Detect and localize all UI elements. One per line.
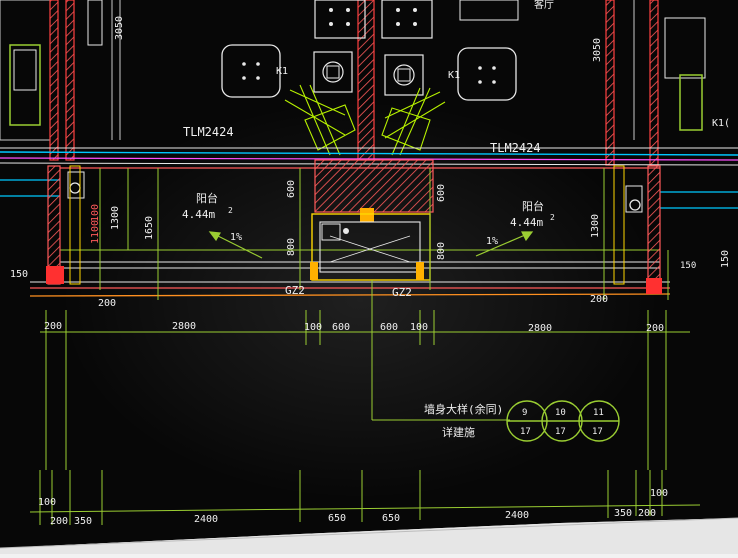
dim-600-left: 600	[286, 180, 297, 198]
dim-150-left: 150	[10, 269, 28, 280]
dim-row1-4: 600	[332, 322, 350, 333]
callout-bottom-1: 17	[520, 427, 531, 437]
callout-bottom-3: 17	[592, 427, 603, 437]
detail-note-line2: 详建施	[442, 425, 475, 439]
callout-top-3: 11	[593, 408, 604, 418]
area-right: 4.44m	[510, 216, 543, 229]
area-sup-right: 2	[550, 213, 555, 222]
k1-right: K1	[448, 70, 460, 81]
dim-row2-8: 350	[614, 508, 632, 519]
dim-row1-5: 600	[380, 322, 398, 333]
dim-row2-3: 350	[74, 516, 92, 527]
dim-150-right: 150	[680, 261, 696, 271]
dim-row2-9: 200	[638, 508, 656, 519]
callout-top-2: 10	[555, 408, 566, 418]
k1-left: K1	[276, 66, 288, 77]
balcony-label-left: 阳台	[196, 191, 218, 205]
dim-row1-3: 100	[304, 322, 322, 333]
dim-600-right: 600	[436, 184, 447, 202]
dim-row1-1: 200	[44, 321, 62, 332]
dim-row2-5: 650	[328, 513, 346, 524]
dim-row1-6: 100	[410, 322, 428, 333]
detail-note-line1: 墙身大样(余同)	[424, 402, 503, 416]
callout-bottom-2: 17	[555, 427, 566, 437]
dim-row1-7: 2800	[528, 323, 552, 334]
dimension-row-1	[40, 310, 690, 345]
dim-1300-left: 1300	[110, 206, 121, 230]
area-sup-left: 2	[228, 206, 233, 215]
slope-right: 1%	[486, 236, 498, 247]
gz2-right: GZ2	[392, 286, 412, 299]
vertical-dims	[99, 168, 669, 300]
window-type-left: TLM2424	[183, 125, 234, 139]
monitor-bezel	[0, 518, 738, 554]
gz2-left: GZ2	[285, 284, 305, 297]
area-left: 4.44m	[182, 208, 215, 221]
dim-1300-right: 1300	[590, 214, 601, 238]
dim-1650: 1650	[144, 216, 155, 240]
room-top-right: 客厅	[534, 0, 554, 11]
dim-row1-2: 2800	[172, 321, 196, 332]
slope-left: 1%	[230, 232, 242, 243]
window-type-right: TLM2424	[490, 141, 541, 155]
dim-800-right: 800	[436, 242, 447, 260]
dim-row1-8: 200	[646, 323, 664, 334]
balcony-label-right: 阳台	[522, 199, 544, 213]
k1-far-right: K1(	[712, 118, 730, 129]
dim-row2-6: 650	[382, 513, 400, 524]
detail-callouts	[506, 400, 620, 442]
dim-800-left: 800	[286, 238, 297, 256]
dimension-row-2	[29, 470, 701, 525]
balcony-walls	[46, 165, 662, 294]
dim-row2-1: 100	[38, 497, 56, 508]
callout-top-1: 9	[522, 408, 527, 418]
dim-200-mid-right: 200	[590, 294, 608, 305]
dim-row2-10: 100	[650, 488, 668, 499]
dim-150-right-v: 150	[720, 250, 731, 268]
dim-row2-2: 200	[50, 516, 68, 527]
slope-arrows	[208, 231, 534, 259]
dim-row2-4: 2400	[194, 514, 218, 525]
top-structure	[0, 0, 706, 166]
dim-200-mid-left: 200	[98, 298, 116, 309]
dim-100-red: 100	[90, 204, 101, 222]
dim-1100-red: 1100	[90, 220, 101, 244]
center-cabinet	[310, 159, 510, 421]
dim-row2-7: 2400	[505, 510, 529, 521]
dim-3050-right: 3050	[592, 38, 603, 62]
dim-3050-left: 3050	[114, 16, 125, 40]
wall-lines	[0, 147, 738, 297]
